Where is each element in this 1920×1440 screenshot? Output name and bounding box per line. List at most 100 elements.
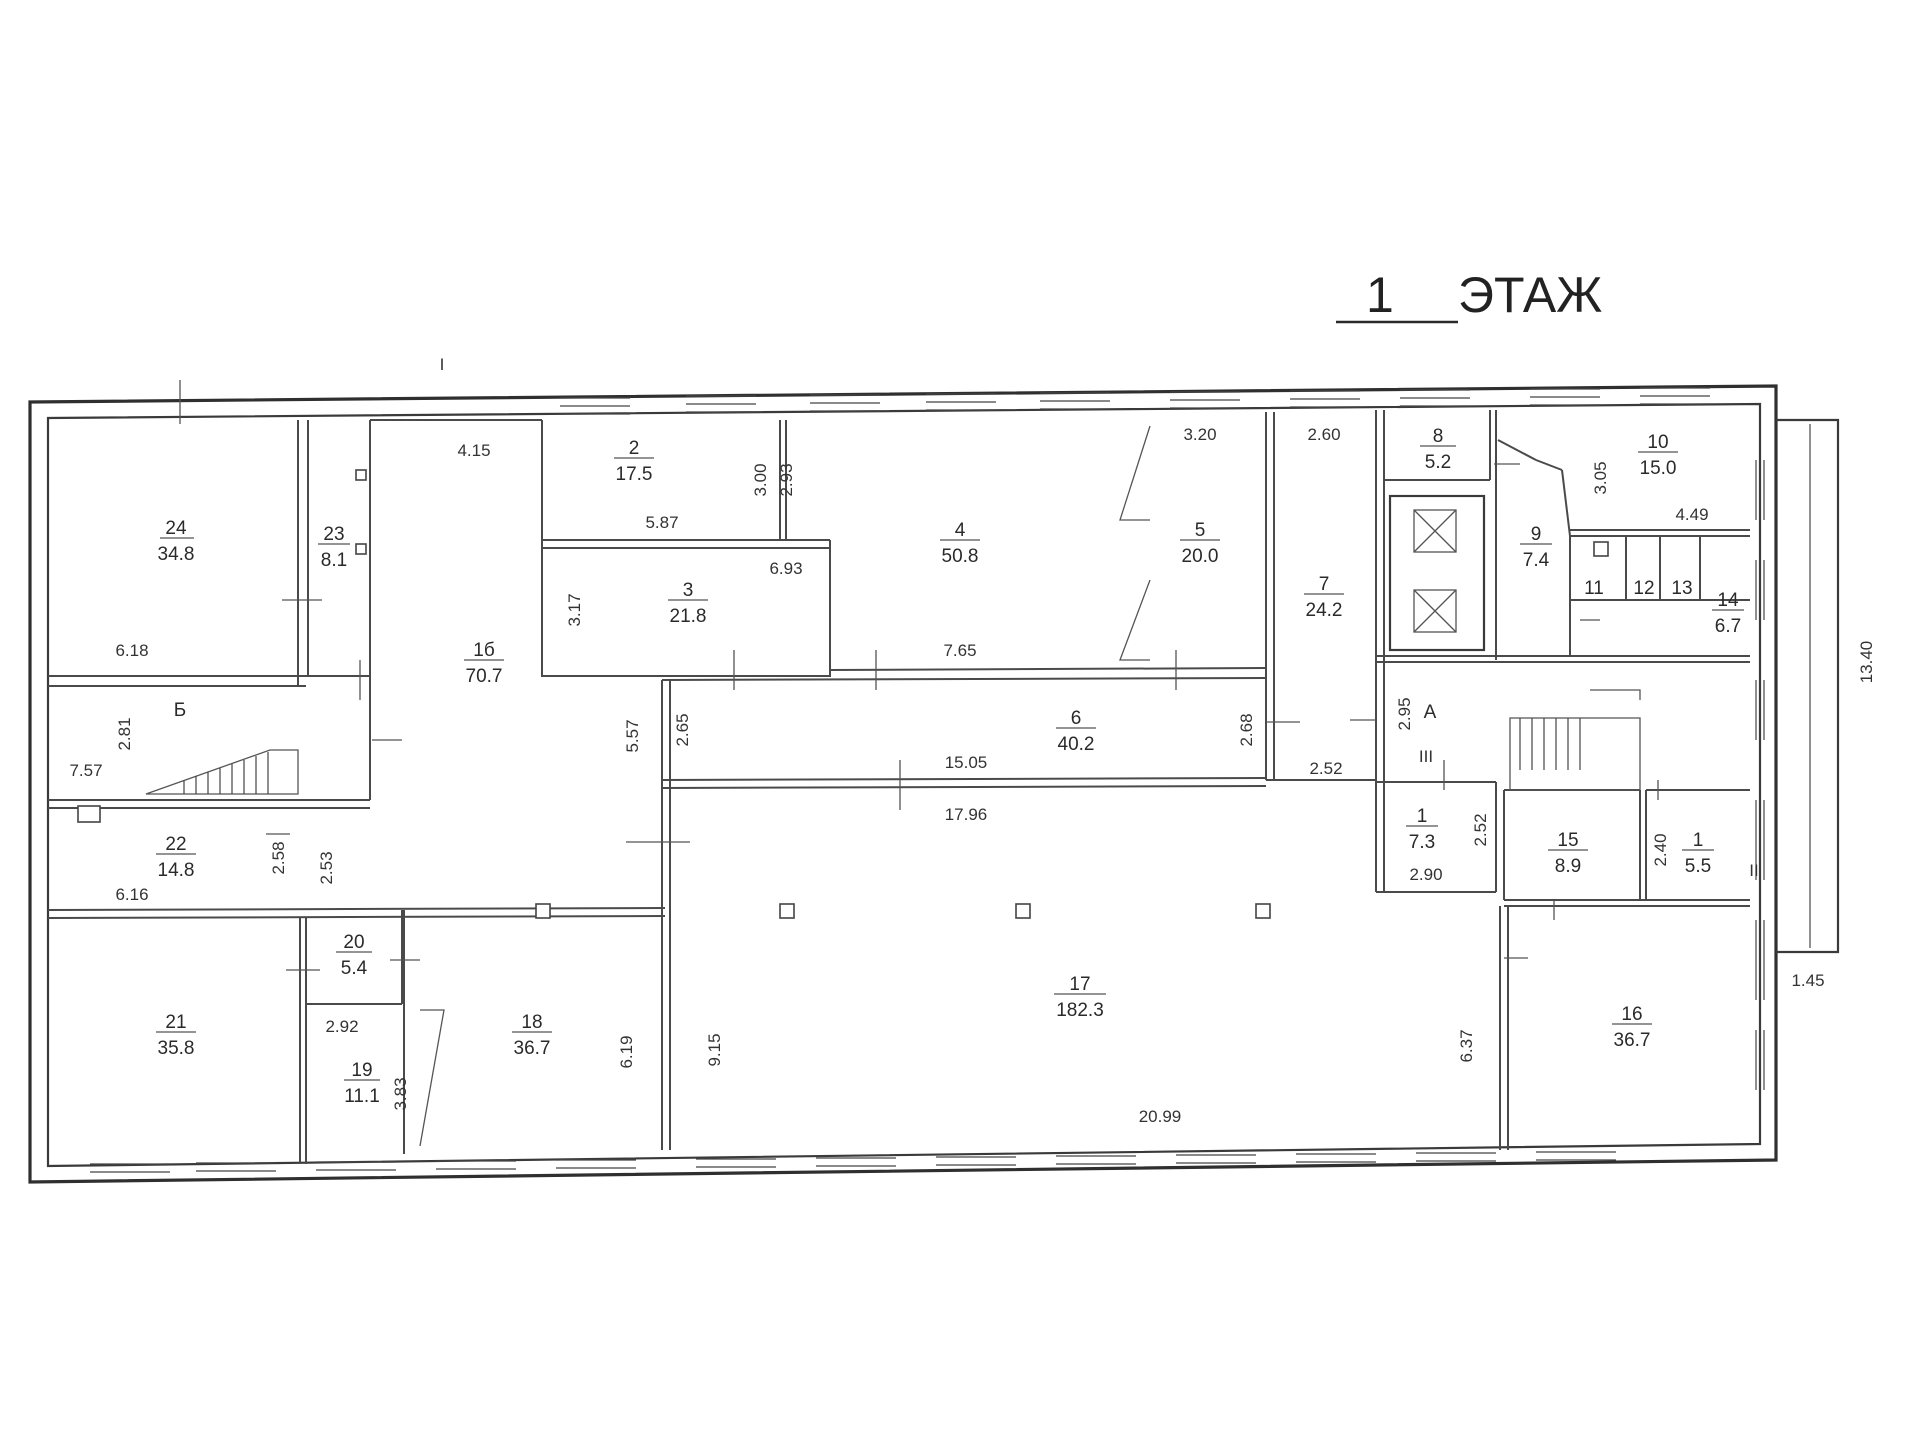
room-area: 5.5 (1685, 856, 1711, 877)
room-19: 19 11.1 (344, 1060, 380, 1107)
room-number: 12 (1633, 578, 1654, 599)
dimension-label: 2.95 (1395, 697, 1414, 730)
room-number: 6 (1071, 708, 1082, 729)
window (1416, 1152, 1496, 1162)
window (1296, 1153, 1376, 1163)
staircase-b (145, 749, 299, 795)
room-area: 6.7 (1715, 616, 1741, 637)
room-area: 20.0 (1182, 546, 1219, 567)
window (1755, 560, 1765, 620)
room-area: 35.8 (158, 1038, 195, 1059)
room-13: 13 (1671, 578, 1692, 599)
room-number: 19 (351, 1060, 372, 1081)
dimension-label: 5.57 (623, 719, 642, 752)
elevator-shafts (1388, 494, 1486, 652)
window (1755, 800, 1765, 880)
window (810, 394, 880, 412)
window (556, 1159, 636, 1169)
window (1400, 389, 1470, 407)
room-21: 21 35.8 (156, 1012, 196, 1059)
room-17: 17 182.3 (1054, 974, 1106, 1021)
dimension-label: 20.99 (1139, 1107, 1182, 1126)
room-20: 20 5.4 (336, 932, 372, 979)
room-area: 17.5 (616, 464, 653, 485)
room-4: 4 50.8 (940, 520, 980, 567)
room-9: 9 7.4 (1520, 524, 1552, 571)
dimension-label: 3.05 (1591, 461, 1610, 494)
column (779, 903, 795, 919)
room-number: 7 (1319, 574, 1330, 595)
window (1755, 1030, 1765, 1090)
room-number: 11 (1584, 578, 1604, 599)
dimension-label: 17.96 (945, 805, 988, 824)
window (316, 1161, 396, 1171)
room-number: 21 (165, 1012, 186, 1033)
room-area: 21.8 (670, 606, 707, 627)
room-area: 34.8 (158, 544, 195, 565)
room-area: 36.7 (1614, 1030, 1651, 1051)
column (1255, 903, 1271, 919)
room-area: 7.4 (1523, 550, 1550, 571)
window (1176, 1154, 1256, 1164)
room-area: 8.9 (1555, 856, 1581, 877)
dimension-label: 6.18 (115, 641, 148, 660)
column (77, 805, 101, 823)
dimension-label: 7.65 (943, 641, 976, 660)
room-1c: 1 5.5 (1682, 830, 1714, 877)
room-14: 14 6.7 (1712, 590, 1744, 637)
dimension-label: 2.58 (269, 841, 288, 874)
dimension-label: 3.20 (1183, 425, 1216, 444)
room-18: 18 36.7 (512, 1012, 552, 1059)
room-1b: 1б 70.7 (464, 640, 504, 687)
dimension-label: 2.93 (777, 463, 796, 496)
room-7: 7 24.2 (1304, 574, 1344, 621)
dimension-label: 13.40 (1857, 641, 1876, 684)
dimension-labels: 4.15 3.20 2.60 5.87 3.00 2.93 3.05 4.49 … (69, 425, 1876, 1126)
column (535, 903, 551, 919)
balcony (1776, 418, 1840, 954)
room-number: 1б (473, 640, 495, 661)
room-area: 50.8 (942, 546, 979, 567)
dimension-label: 6.16 (115, 885, 148, 904)
room-number: 17 (1069, 974, 1090, 995)
dimension-label: 6.37 (1457, 1029, 1476, 1062)
room-number: 14 (1717, 590, 1739, 611)
room-area: 24.2 (1306, 600, 1343, 621)
room-area: 70.7 (466, 666, 503, 687)
window (816, 1157, 896, 1167)
window (696, 1158, 776, 1168)
section-marks: I II III Б А (174, 355, 1759, 880)
ramp-zigzag (419, 425, 1151, 1147)
column (1015, 903, 1031, 919)
room-number: 8 (1433, 426, 1444, 447)
right-windows (1755, 460, 1765, 1090)
room-24: 24 34.8 (158, 518, 195, 565)
room-area: 5.4 (341, 958, 368, 979)
room-number: 16 (1621, 1004, 1642, 1025)
dimension-label: 4.15 (457, 441, 490, 460)
room-number: 10 (1647, 432, 1668, 453)
room-number: 20 (343, 932, 364, 953)
room-area: 15.0 (1640, 458, 1677, 479)
section-mark-iii: III (1419, 747, 1433, 766)
window (1290, 390, 1360, 408)
column (355, 469, 367, 481)
section-mark-ii: II (1749, 861, 1758, 880)
room-number: 4 (955, 520, 966, 541)
dimension-label: 6.93 (769, 559, 802, 578)
dimension-label: 5.87 (645, 513, 678, 532)
room-12: 12 (1633, 578, 1654, 599)
room-16: 16 36.7 (1612, 1004, 1652, 1051)
room-area: 36.7 (514, 1038, 551, 1059)
top-windows (560, 387, 1710, 415)
dimension-label: 6.19 (617, 1035, 636, 1068)
room-22: 22 14.8 (156, 834, 196, 881)
dimension-label: 2.90 (1409, 865, 1442, 884)
dimension-label: 2.40 (1651, 833, 1670, 866)
room-23: 23 8.1 (318, 524, 350, 571)
room-area: 14.8 (158, 860, 195, 881)
room-6: 6 40.2 (1056, 708, 1096, 755)
room-10: 10 15.0 (1638, 432, 1678, 479)
dimension-label: 3.00 (751, 463, 770, 496)
room-area: 11.1 (344, 1086, 380, 1107)
